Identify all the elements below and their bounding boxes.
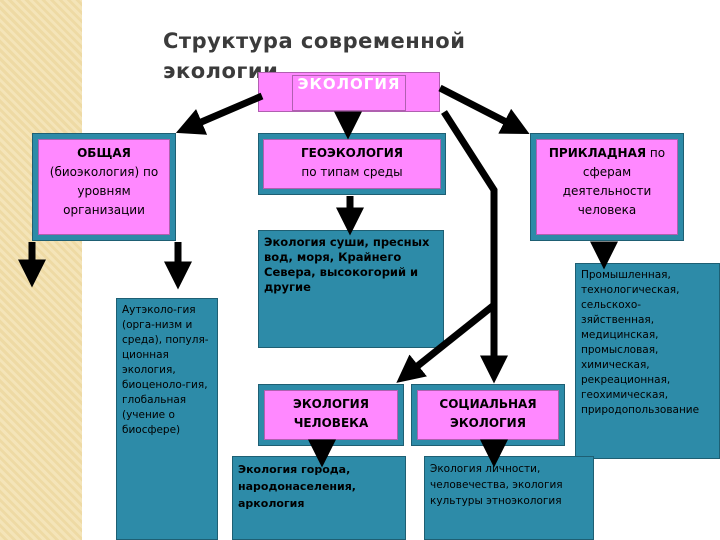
general-node: ОБЩАЯ (биоэкология) по уровням организац… [38, 139, 170, 235]
root-label: ЭКОЛОГИЯ [292, 75, 406, 111]
arrow-root-general [175, 92, 264, 135]
human-title: ЭКОЛОГИЯ ЧЕЛОВЕКА [293, 397, 369, 430]
human-node: ЭКОЛОГИЯ ЧЕЛОВЕКА [264, 390, 398, 440]
applied-detail-box: Промышленная, технологическая, сельскохо… [575, 263, 720, 459]
geo-subtitle: по типам среды [301, 165, 403, 179]
geo-title: ГЕОЭКОЛОГИЯ [301, 146, 403, 160]
general-detail-box: Аутэколо-гия (орга-низм и среда), популя… [116, 298, 218, 540]
arrow-root-applied [438, 84, 530, 134]
social-detail-box: Экология личности, человечества, экологи… [424, 456, 594, 540]
arrow-social-human [396, 302, 497, 383]
human-detail-box: Экология города, народонаселения, арколо… [232, 456, 406, 540]
geo-node: ГЕОЭКОЛОГИЯ по типам среды [263, 139, 441, 189]
applied-node: ПРИКЛАДНАЯ по сферам деятельности челове… [536, 139, 678, 235]
applied-subtitle: по сферам деятельности человека [562, 146, 666, 217]
general-subtitle: (биоэкология) по уровням организации [49, 165, 159, 217]
applied-title: ПРИКЛАДНАЯ [548, 146, 647, 160]
social-node: СОЦИАЛЬНАЯ ЭКОЛОГИЯ [417, 390, 559, 440]
geo-detail-box: Экология суши, пресных вод, моря, Крайне… [258, 230, 444, 348]
page-title: Структура современной экологии [163, 29, 466, 83]
arrow-root-social-path [441, 110, 498, 345]
social-title: СОЦИАЛЬНАЯ ЭКОЛОГИЯ [439, 397, 537, 430]
general-title: ОБЩАЯ [77, 146, 131, 160]
